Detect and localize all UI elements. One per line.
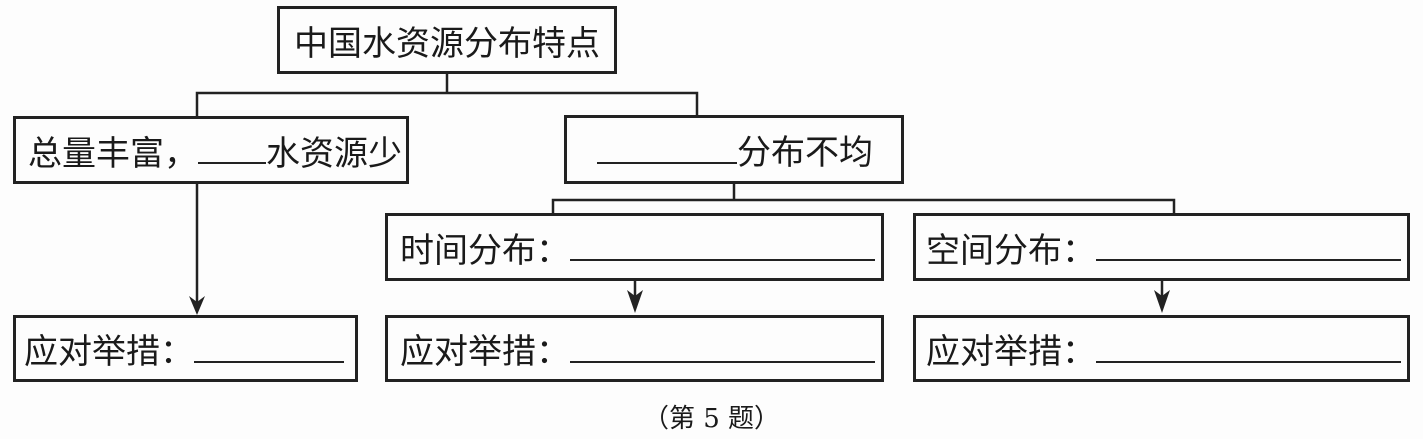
time-distribution-node: 时间分布： — [385, 213, 884, 281]
time-label: 时间分布： — [400, 230, 570, 271]
answer-blank[interactable] — [570, 229, 875, 261]
left-measure-node: 应对举措： — [13, 315, 358, 382]
answer-blank[interactable] — [198, 132, 266, 164]
root-node: 中国水资源分布特点 — [277, 6, 617, 74]
answer-blank[interactable] — [570, 331, 875, 363]
uneven-suffix: 分布不均 — [737, 133, 873, 173]
uneven-distribution-node: 分布不均 — [564, 115, 904, 184]
space-distribution-node: 空间分布： — [913, 213, 1410, 281]
space-measure-label: 应对举措： — [926, 332, 1096, 372]
left-measure-label: 应对举措： — [24, 332, 194, 372]
arrow-head-left — [189, 296, 205, 315]
space-label: 空间分布： — [926, 230, 1096, 271]
time-measure-node: 应对举措： — [385, 315, 884, 382]
root-label: 中国水资源分布特点 — [294, 23, 600, 64]
answer-blank[interactable] — [597, 132, 737, 164]
arrow-head-space — [1154, 290, 1170, 313]
arrow-head-time — [627, 290, 643, 313]
total-abundant-node: 总量丰富， 水资源少 — [13, 116, 409, 184]
answer-blank[interactable] — [1096, 331, 1401, 363]
answer-blank[interactable] — [194, 331, 344, 363]
space-measure-node: 应对举措： — [913, 315, 1410, 382]
figure-caption: （第 5 题） — [642, 404, 781, 434]
answer-blank[interactable] — [1096, 229, 1401, 261]
time-measure-label: 应对举措： — [400, 332, 570, 372]
total-prefix: 总量丰富， — [28, 133, 198, 174]
total-suffix: 水资源少 — [266, 133, 402, 174]
